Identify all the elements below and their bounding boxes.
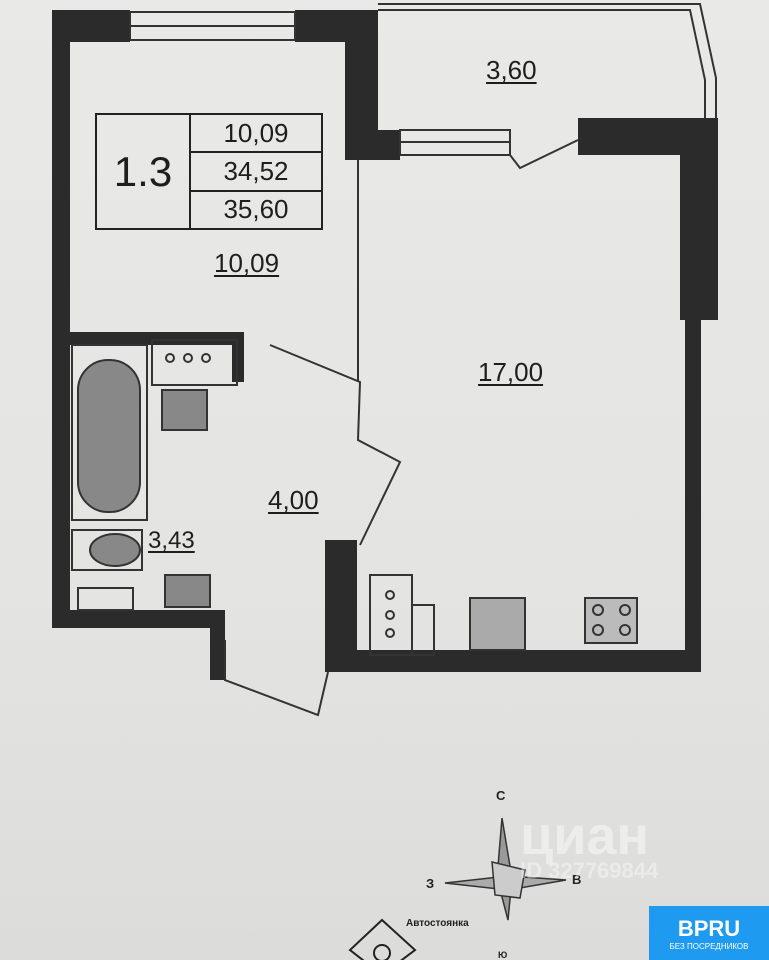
parking-label: Автостоянка: [406, 918, 469, 929]
apartment-number: 1.3: [97, 115, 191, 228]
main-room-area: 17,00: [478, 357, 544, 387]
cian-id-watermark: ID 327769844: [520, 858, 659, 883]
parking-sign-icon: [348, 918, 417, 960]
room-left-area: 10,09: [214, 248, 280, 278]
summary-value-living: 10,09: [191, 115, 321, 154]
summary-value-total-with-balcony: 35,60: [223, 194, 289, 225]
compass-east: В: [572, 872, 582, 887]
hallway-area: 4,00: [268, 485, 319, 515]
bathroom-area: 3,43: [148, 527, 195, 554]
compass-rose-icon: [444, 817, 567, 921]
bpru-logo: BPRU: [677, 915, 741, 941]
apartment-summary-table: 1.3 10,09 34,52 35,60: [95, 113, 323, 230]
bpru-tagline: БЕЗ ПОСРЕДНИКОВ: [669, 941, 749, 951]
balcony-area: 3,60: [486, 55, 537, 85]
walls: [52, 10, 718, 680]
cian-watermark: циан: [520, 806, 650, 866]
compass-north: С: [496, 788, 506, 803]
summary-value-total: 34,52: [191, 153, 321, 192]
compass-south: Ю: [498, 950, 508, 960]
bpru-badge: BPRU БЕЗ ПОСРЕДНИКОВ: [649, 906, 769, 960]
thin-lines: [71, 3, 717, 717]
compass-west: З: [426, 876, 435, 891]
